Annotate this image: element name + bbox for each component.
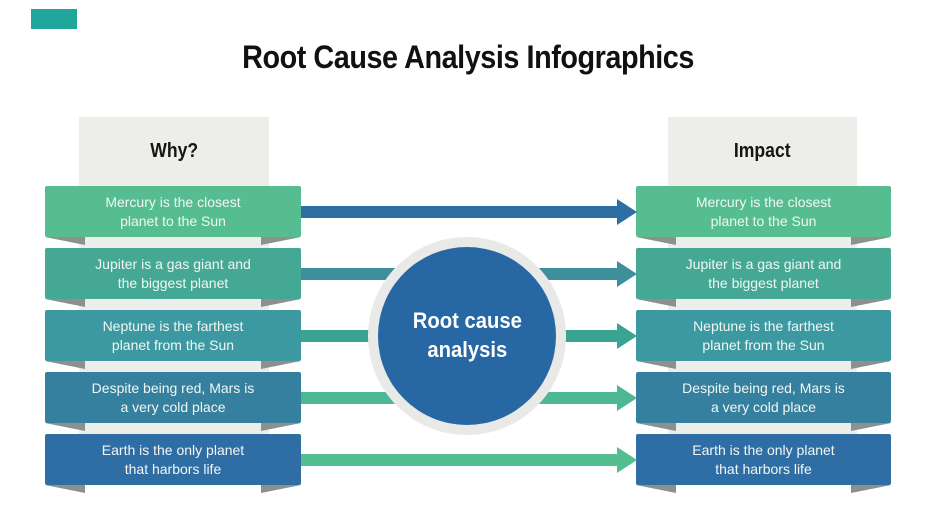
arrow-head — [617, 446, 637, 473]
arrow-head — [617, 198, 637, 225]
fold-shadow — [851, 485, 891, 493]
fold-shadow — [851, 237, 891, 245]
arrow-head — [617, 322, 637, 349]
arrow-shaft — [301, 205, 617, 218]
corner-accent — [31, 9, 77, 29]
root-cause-label: Root cause analysis — [412, 308, 522, 362]
cause-box: Earth is the only planet that harbors li… — [45, 434, 301, 485]
fold-shadow — [261, 423, 301, 431]
fold-shadow — [851, 361, 891, 369]
fold-shadow — [45, 423, 85, 431]
cause-box: Mercury is the closest planet to the Sun — [45, 186, 301, 237]
cause-box: Despite being red, Mars is a very cold p… — [45, 372, 301, 423]
fold-shadow — [636, 485, 676, 493]
cause-box: Jupiter is a gas giant and the biggest p… — [45, 248, 301, 299]
impact-box: Despite being red, Mars is a very cold p… — [636, 372, 891, 423]
page-title-text: Root Cause Analysis Infographics — [242, 39, 695, 75]
fold-shadow — [636, 423, 676, 431]
fold-shadow — [636, 299, 676, 307]
fold-shadow — [261, 485, 301, 493]
fold-shadow — [851, 423, 891, 431]
fold-shadow — [45, 237, 85, 245]
cause-box: Neptune is the farthest planet from the … — [45, 310, 301, 361]
fold-shadow — [261, 361, 301, 369]
impact-header: Impact — [734, 139, 791, 162]
arrow-head — [617, 384, 637, 411]
fold-shadow — [45, 485, 85, 493]
impact-box: Mercury is the closest planet to the Sun — [636, 186, 891, 237]
arrow-head — [617, 260, 637, 287]
fold-shadow — [636, 237, 676, 245]
fold-shadow — [45, 299, 85, 307]
arrow-shaft — [301, 453, 617, 466]
impact-box: Jupiter is a gas giant and the biggest p… — [636, 248, 891, 299]
fold-shadow — [261, 237, 301, 245]
fold-shadow — [636, 361, 676, 369]
fold-shadow — [45, 361, 85, 369]
root-cause-circle: Root cause analysis — [378, 247, 556, 425]
impact-box: Neptune is the farthest planet from the … — [636, 310, 891, 361]
page-title: Root Cause Analysis Infographics — [0, 39, 937, 76]
impact-box: Earth is the only planet that harbors li… — [636, 434, 891, 485]
why-header: Why? — [150, 139, 198, 162]
fold-shadow — [261, 299, 301, 307]
fold-shadow — [851, 299, 891, 307]
